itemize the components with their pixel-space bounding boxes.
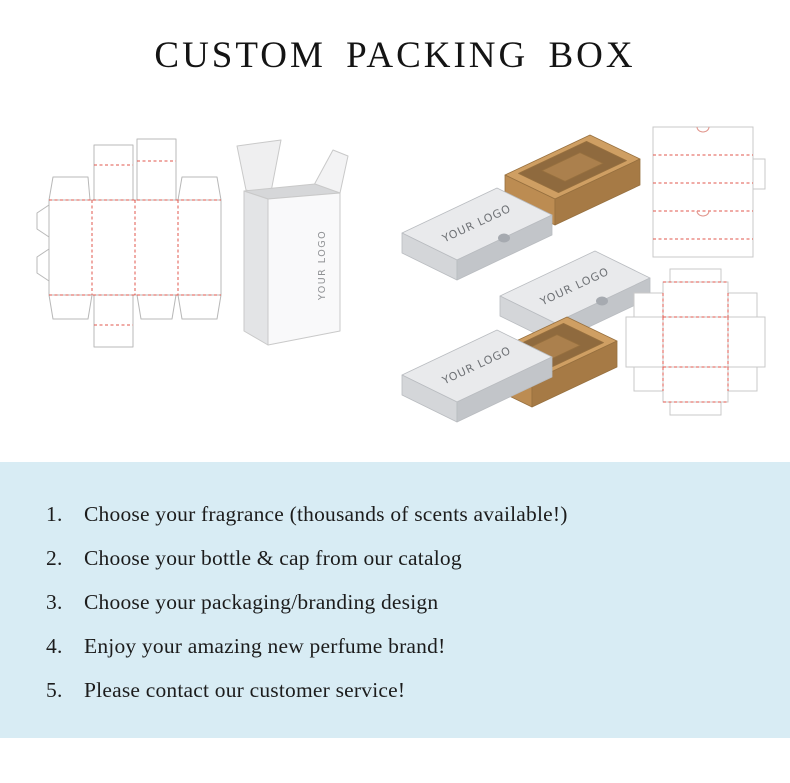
sleeve-dieline-cut-lines xyxy=(652,126,766,258)
step-item-4: 4. Enjoy your amazing new perfume brand! xyxy=(46,624,766,668)
dieline-fold-lines xyxy=(49,160,221,326)
sleeve-box-top xyxy=(401,187,553,281)
step-item-1: 1. Choose your fragrance (thousands of s… xyxy=(46,492,766,536)
steps-panel: 1. Choose your fragrance (thousands of s… xyxy=(0,462,790,738)
step-number: 3. xyxy=(46,590,63,614)
step-text: Choose your bottle & cap from our catalo… xyxy=(84,546,462,570)
tray-dieline-cut-lines xyxy=(625,268,766,416)
step-number: 4. xyxy=(46,634,63,658)
tall-box-logo-text: YOUR LOGO xyxy=(317,230,328,301)
dieline-cut-lines xyxy=(36,138,222,348)
step-text: Enjoy your amazing new perfume brand! xyxy=(84,634,446,658)
tall-box-shape xyxy=(236,139,349,346)
step-number: 2. xyxy=(46,546,63,570)
step-item-3: 3. Choose your packaging/branding design xyxy=(46,580,766,624)
drawer-box-set: YOUR LOGO YOUR LOGO xyxy=(401,134,651,423)
sleeve-dieline-fold-lines xyxy=(653,154,753,240)
page-title: CUSTOM PACKING BOX xyxy=(154,35,636,76)
sleeve-dieline-notches xyxy=(696,126,710,217)
kraft-tray-top xyxy=(504,134,641,226)
sleeve-box-bottom xyxy=(401,329,553,423)
step-item-2: 2. Choose your bottle & cap from our cat… xyxy=(46,536,766,580)
step-text: Choose your packaging/branding design xyxy=(84,590,439,614)
box-dieline-template xyxy=(36,138,222,348)
steps-list: 1. Choose your fragrance (thousands of s… xyxy=(0,462,790,712)
step-text: Please contact our customer service! xyxy=(84,678,406,702)
step-text: Choose your fragrance (thousands of scen… xyxy=(84,502,568,526)
tray-dieline-templates xyxy=(625,126,766,416)
tall-white-box: YOUR LOGO xyxy=(236,139,349,346)
step-item-5: 5. Please contact our customer service! xyxy=(46,668,766,712)
step-number: 5. xyxy=(46,678,63,702)
tray-dieline-fold-lines xyxy=(662,281,729,403)
step-number: 1. xyxy=(46,502,63,526)
packaging-illustrations: YOUR LOGO YOUR LOGO xyxy=(0,105,790,460)
